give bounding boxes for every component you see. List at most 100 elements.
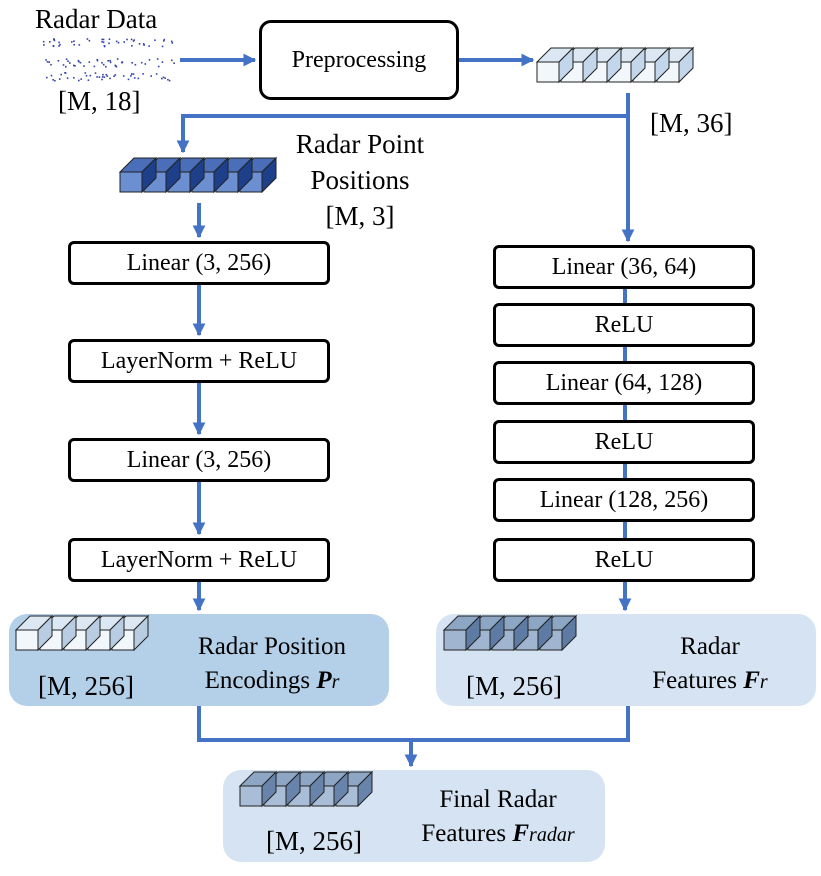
left-linear-1: Linear (3, 256) [68,241,330,285]
scatter-point [66,77,69,79]
scatter-point [50,63,52,66]
scatter-point [62,64,65,66]
scatter-point [65,58,68,60]
scatter-point [73,40,75,42]
input-shape-label: [M, 18] [58,86,141,116]
scatter-point [57,60,60,62]
positions-tensor-icon [118,156,278,194]
scatter-point [138,43,141,45]
left-layernorm-relu-2-label: LayerNorm + ReLU [100,546,298,573]
scatter-point [168,79,171,82]
scatter-point [143,44,145,46]
radar-data-title: Radar Data [35,4,158,34]
scatter-point [45,59,47,61]
scatter-point [96,76,98,78]
right-linear-2: Linear (64, 128) [493,361,755,405]
right-relu-2: ReLU [493,420,755,464]
scatter-point [101,78,103,81]
positions-shape: [M, 3] [325,201,395,231]
scatter-point [83,65,85,67]
scatter-point [79,61,82,64]
left-layernorm-relu-2: LayerNorm + ReLU [68,538,330,582]
scatter-point [170,40,173,43]
scatter-point [69,62,71,64]
right-relu-3: ReLU [493,538,755,582]
left-layernorm-relu-1-label: LayerNorm + ReLU [100,347,298,374]
cube-front [239,785,263,807]
preprocessed-tensor-icon [535,46,695,84]
scatter-point [65,65,67,68]
preprocessed-shape-label: [M, 36] [650,108,733,138]
scatter-point [109,59,111,62]
scatter-point [171,42,174,44]
scatter-point [49,41,51,43]
right-linear-3: Linear (128, 256) [493,478,755,522]
scatter-point [105,65,107,68]
final-features-shape: [M, 256] [266,826,362,856]
scatter-point [163,38,166,41]
scatter-point [140,61,143,64]
scatter-point [162,76,165,79]
right-linear-1-label: Linear (36, 64) [551,253,697,280]
scatter-point [148,45,150,47]
right-linear-2-label: Linear (64, 128) [545,369,703,396]
scatter-point [80,78,82,80]
scatter-point [105,73,108,76]
scatter-point [171,59,173,62]
scatter-point [71,41,73,43]
cube-front [119,171,143,193]
scatter-point [134,63,137,66]
scatter-point [108,38,111,40]
scatter-point [161,45,164,48]
scatter-point [96,58,99,61]
scatter-point [117,41,120,44]
scatter-point [163,40,165,42]
right-relu-3-label: ReLU [594,546,654,573]
scatter-point [148,59,151,61]
scatter-point [74,65,76,67]
scatter-point [88,39,91,42]
final-features-symbol: F [512,820,530,847]
scatter-point [130,75,132,77]
right-relu-1: ReLU [493,303,755,347]
scatter-point [78,60,80,63]
left-linear-2: Linear (3, 256) [68,438,330,482]
scatter-point [42,40,45,43]
scatter-point [86,38,89,40]
left-layernorm-relu-1: LayerNorm + ReLU [68,339,330,383]
scatter-point [123,41,125,43]
scatter-point [59,43,61,46]
positions-line1: Radar Point [295,129,425,159]
scatter-point [102,73,104,76]
scatter-point [130,73,133,75]
scatter-point [164,77,166,79]
scatter-point [50,74,53,77]
scatter-point [52,79,54,81]
scatter-point [137,77,140,80]
radar-features-label: Radar Features Fr [620,630,800,699]
scatter-point [121,61,123,64]
scatter-point [122,75,125,77]
radar-features-subscript: r [759,671,768,693]
radar-features-line1: Radar [680,633,740,660]
position-encodings-label: Radar Position Encodings Pr [172,630,372,699]
scatter-point [115,65,118,68]
scatter-point [78,79,80,82]
connectors [176,53,635,768]
pos-enc-subscript: r [331,671,340,693]
scatter-point [109,77,111,80]
radar-features-tensor-icon [442,614,578,652]
scatter-point [101,62,103,64]
tensor-icons [14,46,695,808]
scatter-point [131,62,133,64]
preprocessing-label: Preprocessing [291,46,427,73]
scatter-point [142,43,145,45]
scatter-point [84,72,87,74]
scatter-point [98,76,101,78]
scatter-point [130,38,133,41]
scatter-point [103,45,106,48]
merge-line [197,706,630,742]
pos-enc-symbol: P [316,667,332,694]
cube-front [443,629,467,651]
